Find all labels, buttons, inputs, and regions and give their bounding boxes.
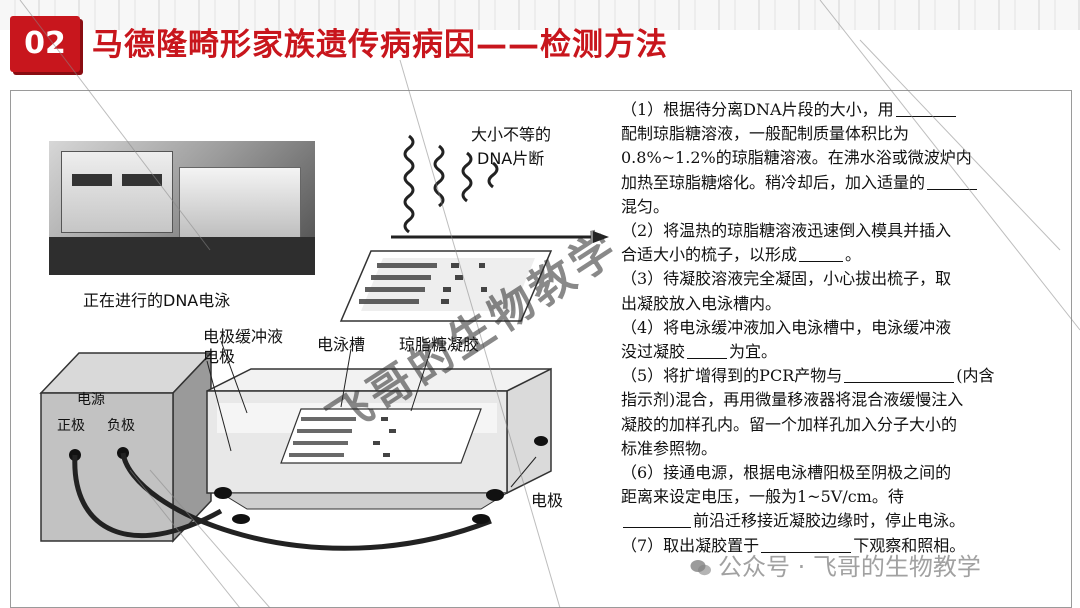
step-line: 合适大小的梳子，以形成。 <box>621 243 862 265</box>
step-line: 指示剂)混合，再用微量移液器将混合液缓慢注入 <box>621 390 964 410</box>
slide-title: 马德隆畸形家族遗传病病因——检测方法 <box>92 27 668 63</box>
step-line: 出凝胶放入电泳槽内。 <box>621 293 782 313</box>
negative-terminal-label: 负极 <box>107 418 135 434</box>
step-line: （3）待凝胶溶液完全凝固，小心拔出梳子，取 <box>621 269 952 289</box>
electrode-label-right: 电极 <box>531 491 564 510</box>
step-line: （7）取出凝胶置于下观察和照相。 <box>621 534 966 555</box>
wechat-icon <box>690 560 711 576</box>
step-line: 配制琼脂糖溶液，一般配制质量体积比为 <box>621 124 910 144</box>
slide-header: 02 马德隆畸形家族遗传病病因——检测方法 <box>0 0 1080 88</box>
step-line: （5）将扩增得到的PCR产物与(内含 <box>621 364 995 386</box>
dna-fragments-label-line1: 大小不等的 <box>471 125 552 144</box>
section-badge: 02 <box>10 16 80 72</box>
footer-watermark-text: 公众号 · 飞哥的生物教学 <box>718 553 981 581</box>
positive-terminal-label: 正极 <box>57 418 85 434</box>
step-line: （1）根据待分离DNA片段的大小，用 <box>621 98 1061 122</box>
power-supply-label: 电源 <box>77 392 105 408</box>
answer-blank[interactable] <box>844 364 955 384</box>
answer-blank[interactable] <box>895 98 956 117</box>
step-line: （4）将电泳缓冲液加入电泳槽中，电泳缓冲液 <box>621 317 952 337</box>
answer-blank[interactable] <box>799 243 844 263</box>
step-line: 没过凝胶为宜。 <box>621 340 778 362</box>
step-line: （6）接通电源，根据电泳槽阳极至阴极之间的 <box>621 463 952 483</box>
answer-blank[interactable] <box>927 171 978 190</box>
photo-caption: 正在进行的DNA电泳 <box>83 291 231 310</box>
answer-blank[interactable] <box>687 340 728 360</box>
content-frame: 正在进行的DNA电泳 <box>10 90 1072 608</box>
step-line: 混匀。 <box>621 196 670 216</box>
electrode-label-left: 电极 <box>203 347 236 366</box>
tank-label: 电泳槽 <box>317 335 366 354</box>
step-line: 前沿迁移接近凝胶边缘时，停止电泳。 <box>621 509 1061 533</box>
footer-watermark: 公众号 · 飞哥的生物教学 <box>690 552 981 582</box>
step-line: 距离来设定电压，一般为1~5V/cm。待 <box>621 487 904 507</box>
dna-fragments-label-line2: DNA片断 <box>477 149 545 168</box>
answer-blank[interactable] <box>623 509 691 529</box>
step-line: 标准参照物。 <box>621 438 718 458</box>
answer-blank[interactable] <box>761 534 852 553</box>
step-line: 凝胶的加样孔内。留一个加样孔加入分子大小的 <box>621 414 958 434</box>
buffer-label: 电极缓冲液 <box>203 327 284 346</box>
